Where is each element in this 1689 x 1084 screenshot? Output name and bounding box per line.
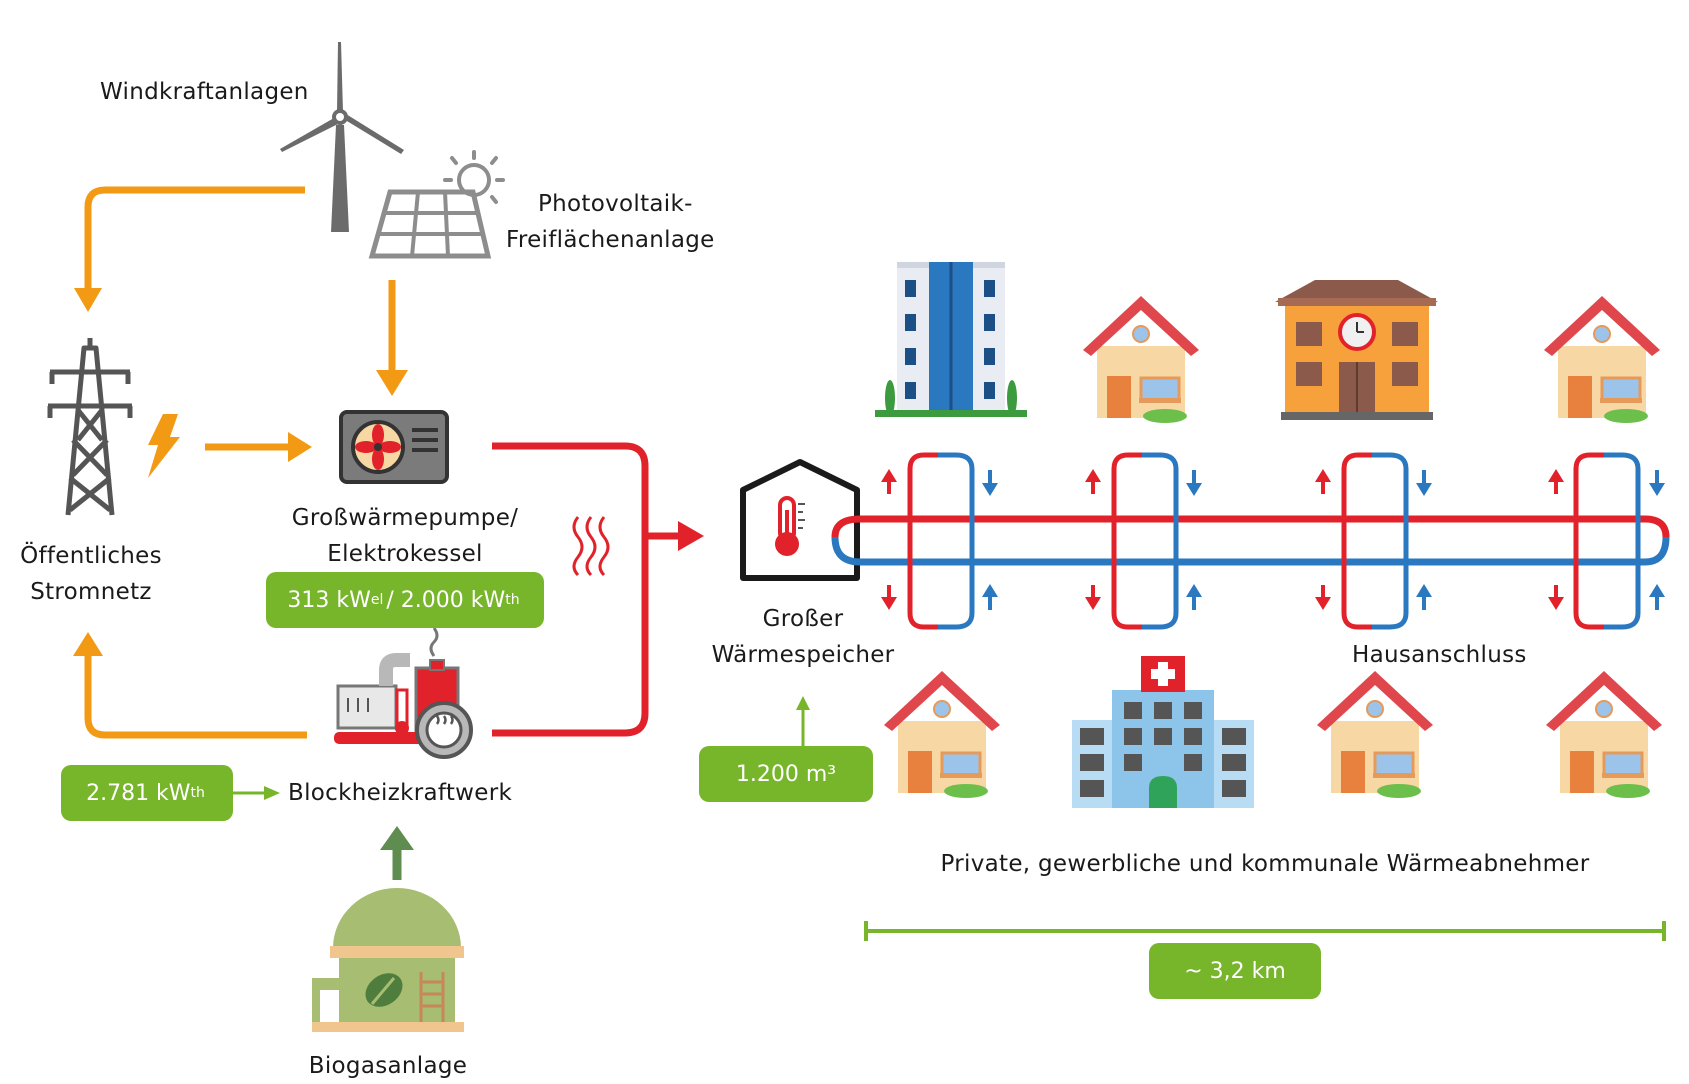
- biogas-plant-icon: [312, 888, 464, 1032]
- heatpump-th-unit: th: [505, 592, 520, 608]
- heatpump-label-line2: Elektrokessel: [327, 541, 483, 567]
- chp-to-grid-arrow: [73, 632, 307, 739]
- heatpump-th-value: 2.000 kW: [400, 587, 506, 613]
- distance-scale: [864, 921, 1666, 941]
- school-building-icon: [1275, 280, 1438, 420]
- storage-volume-arrow: [796, 696, 810, 746]
- flow-direction-arrows: [881, 469, 1665, 610]
- lightning-icon: [148, 414, 180, 478]
- heatpump-el-value: 313 kW: [287, 587, 371, 613]
- supply-pipe: [831, 515, 1670, 538]
- storage-volume-badge: 1.200 m³: [699, 746, 873, 802]
- chp-unit: th: [190, 785, 205, 801]
- house-icon: [1542, 294, 1662, 425]
- heat-flow-arrowhead: [678, 521, 704, 551]
- heatpump-label-line1: Großwärmepumpe/: [291, 505, 519, 531]
- biogas-label: Biogasanlage: [308, 1053, 468, 1079]
- heat-waves-icon: [572, 516, 610, 577]
- solar-panel-icon: [368, 150, 505, 259]
- pv-label-line1: Photovoltaik-: [538, 191, 693, 217]
- storage-label-line1: Großer: [762, 606, 844, 632]
- wind-to-grid-arrow: [74, 186, 305, 312]
- grid-label-line2: Stromnetz: [30, 579, 152, 605]
- grid-to-heatpump-arrow: [205, 432, 312, 462]
- pv-label-line2: Freiflächenanlage: [506, 227, 715, 253]
- house-icon: [882, 669, 1002, 800]
- house-icon: [1315, 669, 1435, 800]
- office-building-icon: [875, 262, 1027, 417]
- heat-storage-icon: [740, 459, 860, 581]
- chp-label: Blockheizkraftwerk: [288, 780, 513, 806]
- house-connection-loops: [907, 452, 1641, 630]
- hospital-icon: [1072, 656, 1254, 808]
- grid-label-line1: Öffentliches: [20, 543, 162, 569]
- house-icon: [1081, 294, 1201, 425]
- house-icon: [1544, 669, 1664, 800]
- wind-turbine-icon: [280, 42, 404, 232]
- consumers-label: Private, gewerbliche und kommunale Wärme…: [940, 851, 1590, 877]
- heat-flow-line: [492, 442, 680, 737]
- chp-value: 2.781 kW: [86, 780, 191, 806]
- pv-to-heatpump-arrow: [376, 280, 408, 396]
- wind-turbines-label: Windkraftanlagen: [100, 79, 309, 105]
- biogas-to-chp-arrow: [380, 826, 414, 880]
- heatpump-el-unit: el: [370, 592, 384, 608]
- house-connection-label: Hausanschluss: [1352, 642, 1527, 668]
- return-pipe: [831, 536, 1670, 566]
- chp-plant-icon: [334, 627, 473, 759]
- heatpump-separator: /: [386, 587, 401, 613]
- distance-badge: ~ 3,2 km: [1149, 943, 1321, 999]
- storage-label-line2: Wärmespeicher: [711, 642, 895, 668]
- heat-pump-icon: [339, 410, 449, 484]
- power-pylon-icon: [47, 338, 133, 516]
